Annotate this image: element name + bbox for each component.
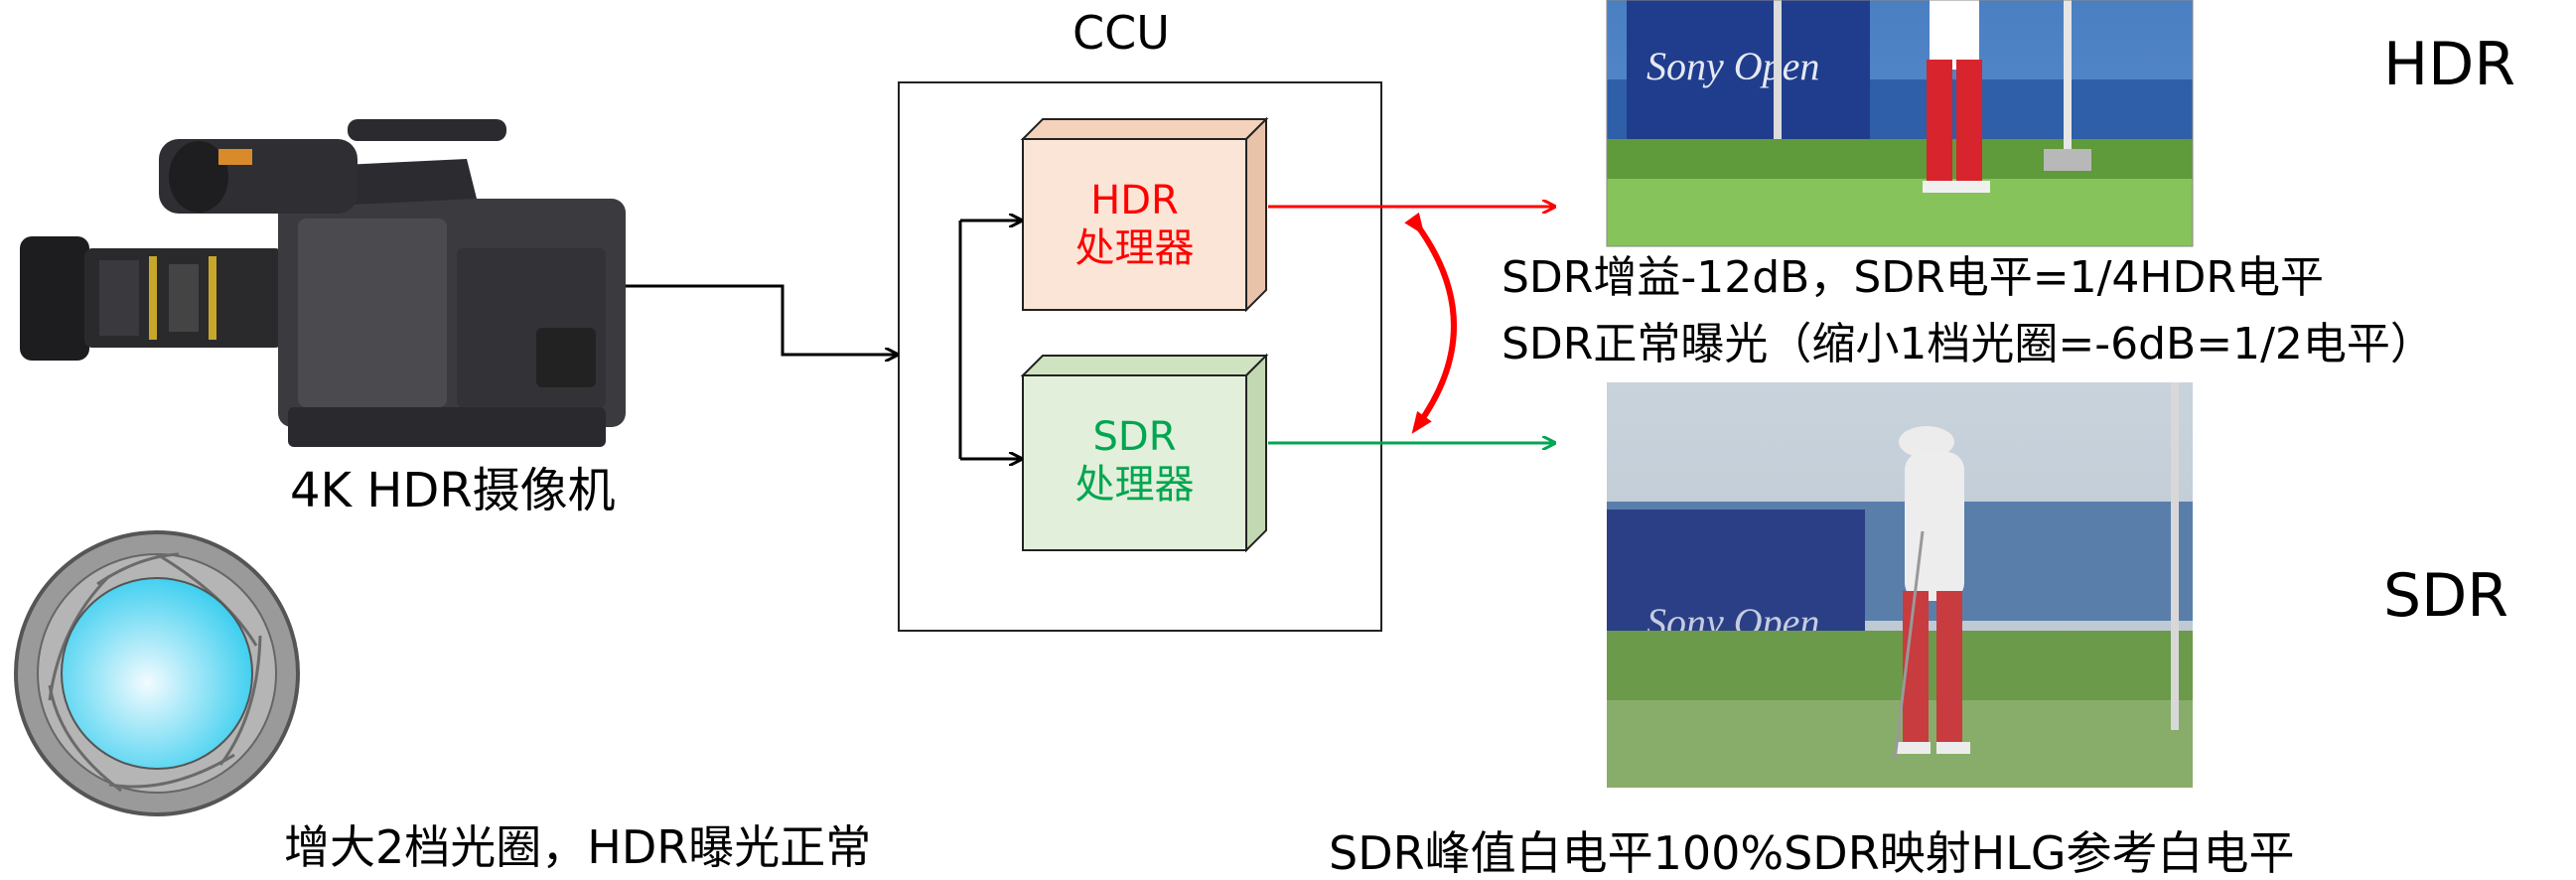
camera-icon <box>20 119 626 447</box>
hdr-output-label: HDR <box>2383 30 2516 99</box>
aperture-caption: 增大2档光圈，HDR曝光正常 <box>284 820 872 874</box>
camera-label: 4K HDR摄像机 <box>290 463 616 518</box>
sdr-processor-box <box>1020 353 1269 553</box>
hdr-processor-label: HDR 处理器 <box>1023 181 1246 268</box>
hdr-processor-line1: HDR <box>1090 178 1179 223</box>
sdr-golf-image: Sony Open <box>1607 382 2193 788</box>
level-note-line1: SDR增益-12dB，SDR电平=1/4HDR电平 <box>1502 252 2324 303</box>
level-note-line2: SDR正常曝光（缩小1档光圈=-6dB=1/2电平） <box>1502 319 2434 369</box>
camera-to-ccu-connector <box>626 220 1021 459</box>
hdr-processor-line2: 处理器 <box>1074 225 1195 271</box>
sdr-processor-label: SDR 处理器 <box>1023 417 1246 505</box>
ccu-title: CCU <box>1073 6 1170 60</box>
hdr-golf-image: Sony Open <box>1606 0 2194 247</box>
sdr-output-label: SDR <box>2383 561 2508 631</box>
bottom-caption: SDR峰值白电平100%SDR映射HLG参考白电平 <box>1329 826 2295 880</box>
sdr-processor-line2: 处理器 <box>1074 462 1195 508</box>
level-relation-double-arrow <box>1404 212 1457 434</box>
aperture-icon <box>14 530 300 816</box>
hdr-processor-box <box>1020 116 1269 313</box>
sdr-processor-line1: SDR <box>1092 414 1177 460</box>
svg-text:Sony Open: Sony Open <box>1646 44 1819 88</box>
